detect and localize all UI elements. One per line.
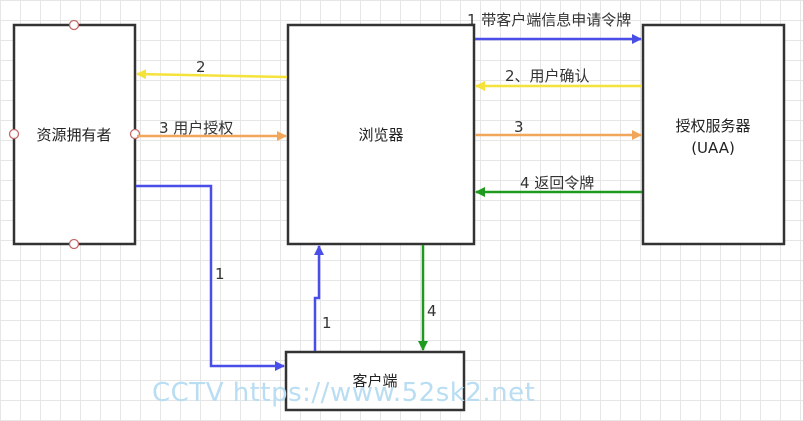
connector-point xyxy=(8,128,20,140)
resource-owner-label: 资源拥有者 xyxy=(36,126,111,144)
edge-label-user-grant: 3 用户授权 xyxy=(159,119,233,137)
edge-label-3: 3 xyxy=(514,118,524,136)
edge-browser-to-resource-owner: 2 xyxy=(136,58,288,80)
edge-label-1-client: 1 xyxy=(322,314,332,332)
edge-browser-to-client: 4 xyxy=(418,245,437,351)
edge-browser-to-uaa-request: 1 带客户端信息申请令牌 xyxy=(467,11,642,44)
connector-point xyxy=(68,19,80,31)
edge-label-user-confirm: 2、用户确认 xyxy=(505,67,590,85)
edge-client-to-browser: 1 xyxy=(313,245,332,351)
edge-label-1-left: 1 xyxy=(215,265,225,283)
edge-label-return-token: 4 返回令牌 xyxy=(520,174,594,192)
auth-server-sublabel: (UAA) xyxy=(691,139,735,157)
edge-label-request-token: 1 带客户端信息申请令牌 xyxy=(467,11,631,29)
node-client: 客户端 xyxy=(284,350,466,412)
node-resource-owner: 资源拥有者 xyxy=(8,19,141,250)
client-label: 客户端 xyxy=(352,372,397,390)
edge-label-4: 4 xyxy=(427,302,437,320)
browser-label: 浏览器 xyxy=(358,126,403,144)
node-browser: 浏览器 xyxy=(286,23,476,246)
edge-resource-owner-to-browser-grant: 3 用户授权 xyxy=(137,119,287,141)
edge-uaa-to-browser-token: 4 返回令牌 xyxy=(475,174,642,197)
node-auth-server: 授权服务器 (UAA) xyxy=(641,23,786,246)
edge-label-2: 2 xyxy=(196,58,206,76)
watermark: CCTV https://www.52sk2.net xyxy=(152,378,535,408)
auth-server-label: 授权服务器 xyxy=(675,117,750,135)
edge-browser-to-uaa: 3 xyxy=(475,118,642,140)
edge-resource-owner-to-client: 1 xyxy=(136,184,285,371)
connector-point xyxy=(68,238,80,250)
edge-uaa-to-browser-confirm: 2、用户确认 xyxy=(475,67,642,91)
